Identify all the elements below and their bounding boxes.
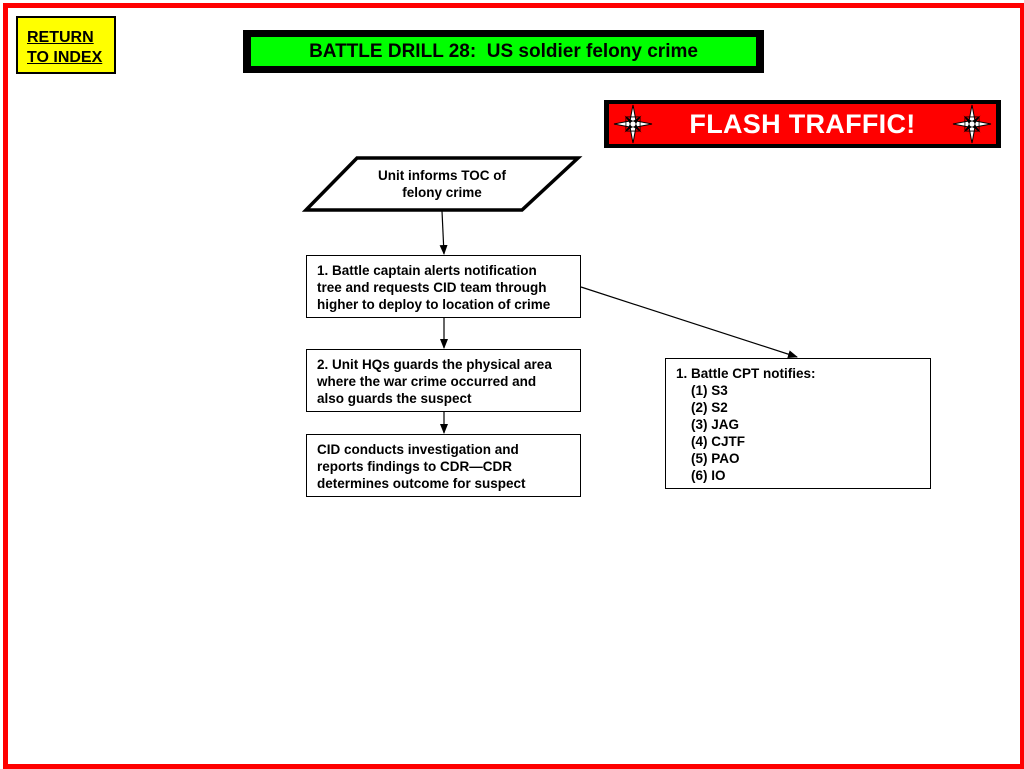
step2-line: 2. Unit HQs guards the physical area: [317, 357, 552, 372]
notify-item: (2) S2: [691, 400, 728, 415]
start-line2: felony crime: [402, 185, 482, 200]
slide-border: [3, 3, 1024, 769]
step1-line: 1. Battle captain alerts notification: [317, 263, 537, 278]
notify-item: (4) CJTF: [691, 434, 745, 449]
notify-box: 1. Battle CPT notifies: (1) S3 (2) S2 (3…: [665, 358, 931, 489]
arrow-start-to-step1: [439, 210, 448, 255]
flash-traffic-text: FLASH TRAFFIC!: [689, 108, 916, 139]
notify-item: (3) JAG: [691, 417, 740, 432]
step2-box: 2. Unit HQs guards the physical area whe…: [306, 349, 581, 412]
step1-line: tree and requests CID team through: [317, 280, 547, 295]
flash-traffic-banner: FLASH TRAFFIC!: [604, 100, 1001, 148]
notify-item: (1) S3: [691, 383, 728, 398]
step3-line: determines outcome for suspect: [317, 476, 526, 491]
start-node-text: Unit informs TOC of felony crime: [305, 157, 579, 211]
return-label-line2: TO INDEX: [27, 49, 103, 66]
step3-box: CID conducts investigation and reports f…: [306, 434, 581, 497]
step2-line: where the war crime occurred and: [317, 374, 537, 389]
start-parallelogram: [301, 156, 583, 212]
start-line1: Unit informs TOC of: [378, 168, 506, 183]
return-label-line1: RETURN: [27, 29, 94, 46]
step3-line: CID conducts investigation and: [317, 442, 519, 457]
title-banner: BATTLE DRILL 28: US soldier felony crime: [243, 30, 764, 73]
notify-item: (5) PAO: [691, 451, 740, 466]
step1-line: higher to deploy to location of crime: [317, 297, 551, 312]
compass-star-icon: [613, 104, 653, 144]
flash-traffic-inner: FLASH TRAFFIC!: [609, 104, 996, 144]
step1-box: 1. Battle captain alerts notification tr…: [306, 255, 581, 318]
step2-line: also guards the suspect: [317, 391, 472, 406]
return-to-index-button[interactable]: RETURN TO INDEX: [16, 16, 116, 74]
compass-star-icon: [952, 104, 992, 144]
page-title: BATTLE DRILL 28: US soldier felony crime: [251, 37, 756, 66]
notify-item: (6) IO: [691, 468, 726, 483]
step3-line: reports findings to CDR—CDR: [317, 459, 512, 474]
notify-heading: 1. Battle CPT notifies:: [676, 366, 816, 381]
arrow-step1-to-notify: [580, 286, 798, 359]
